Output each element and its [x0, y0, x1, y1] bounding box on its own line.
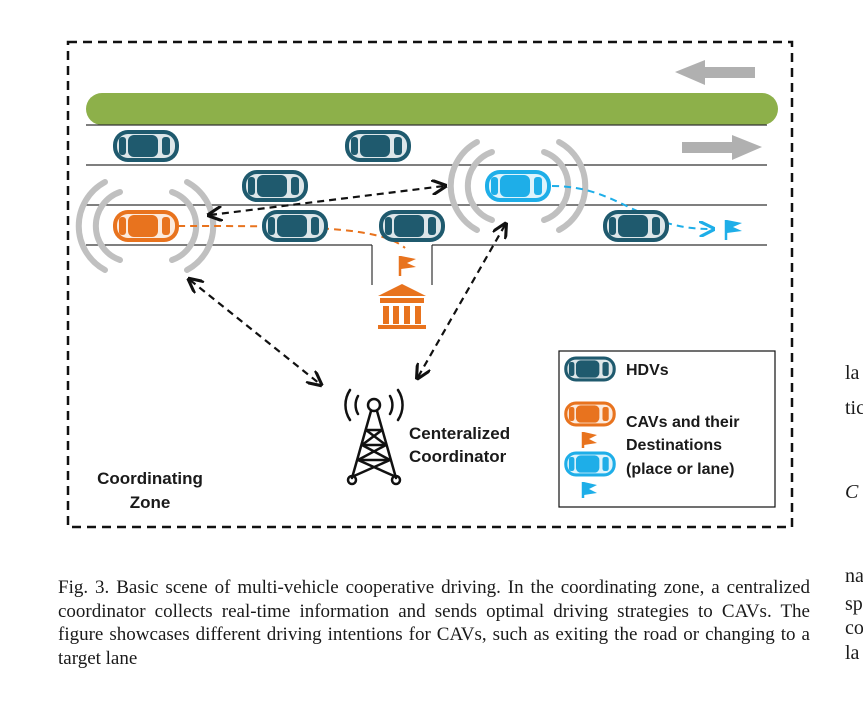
coordinator-label-line2: Coordinator: [409, 447, 507, 466]
hdv-car-icon: [113, 130, 179, 162]
coordinating-zone-border: [66, 40, 794, 529]
legend-cav-line1: CAVs and their: [626, 414, 740, 431]
hdv-car-icon: [345, 130, 411, 162]
communication-arrows: [190, 186, 505, 384]
clipped-text-fragment: co: [845, 617, 863, 639]
hdv-car-icon: [379, 210, 445, 242]
orange-destination-flag-icon: [398, 256, 416, 276]
legend-cav-line2: Destinations: [626, 437, 722, 454]
right-direction-arrow-icon: [682, 135, 762, 160]
road-median: [86, 93, 778, 125]
clipped-text-fragment: la: [845, 642, 860, 664]
clipped-text-fragment: tic: [845, 397, 863, 419]
clipped-text-fragment: sp: [845, 593, 863, 615]
legend-cav-line3: (place or lane): [626, 461, 734, 478]
legend-hdv-label: HDVs: [626, 362, 669, 379]
hdv-car-icon: [262, 210, 328, 242]
clipped-text-fragment: na: [845, 565, 863, 587]
orange-cav-signal-waves: [75, 179, 217, 273]
coordinator-label-line1: Centeralized: [409, 424, 510, 443]
blue-cav-car-icon: [485, 170, 551, 202]
legend-blue-flag-icon: [581, 482, 597, 498]
blue-destination-flag-icon: [724, 220, 742, 240]
radio-tower-icon: [344, 388, 404, 486]
clipped-text-fragment: C: [845, 481, 859, 503]
legend-hdv-car-icon: [564, 356, 616, 382]
zone-label-line1: Coordinating: [97, 469, 203, 488]
hdv-car-icon: [603, 210, 669, 242]
legend-orange-car-icon: [564, 401, 616, 427]
legend-orange-flag-icon: [581, 432, 597, 448]
zone-label-line2: Zone: [130, 493, 171, 512]
orange-cav-car-icon: [113, 210, 179, 242]
hdv-car-icon: [242, 170, 308, 202]
legend: HDVs CAVs and their Destinations (place …: [558, 350, 776, 508]
clipped-text-fragment: la: [845, 362, 860, 384]
figure-caption: Fig. 3. Basic scene of multi-vehicle coo…: [58, 577, 810, 669]
building-icon: [378, 284, 426, 329]
left-direction-arrow-icon: [675, 60, 755, 85]
legend-blue-car-icon: [564, 451, 616, 477]
